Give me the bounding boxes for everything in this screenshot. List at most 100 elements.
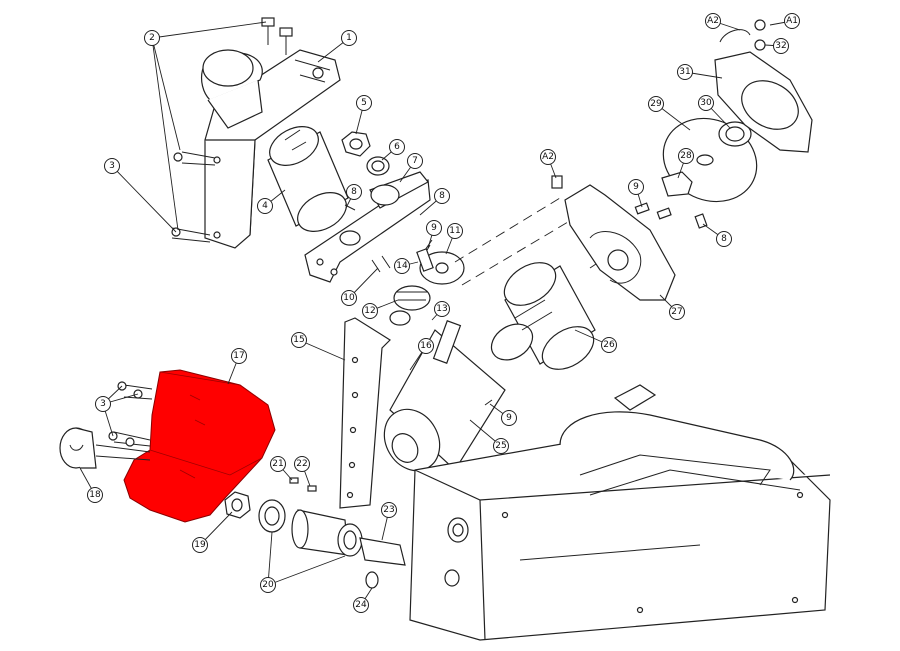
leader-line	[267, 555, 346, 586]
callout-23: 23	[381, 502, 397, 518]
svg-text:21: 21	[272, 459, 283, 469]
svg-text:A2: A2	[542, 152, 554, 162]
callout-13: 13	[434, 301, 450, 317]
leader-line	[111, 165, 177, 233]
callout-30: 30	[698, 95, 714, 111]
motor-4	[267, 126, 356, 232]
svg-text:30: 30	[700, 98, 712, 108]
washer-6	[366, 156, 390, 176]
callout-21: 21	[270, 456, 286, 472]
motor-25	[383, 320, 506, 472]
callout-18: 18	[87, 487, 103, 503]
svg-text:28: 28	[680, 151, 692, 161]
svg-text:22: 22	[296, 459, 307, 469]
svg-text:9: 9	[506, 413, 512, 423]
svg-text:8: 8	[439, 191, 445, 201]
callout-27: 27	[669, 304, 685, 320]
svg-text:6: 6	[394, 142, 400, 152]
svg-text:2: 2	[149, 33, 155, 43]
thumb-screw-18	[59, 427, 151, 469]
svg-text:17: 17	[233, 351, 244, 361]
highlighted-part-17[interactable]	[123, 369, 276, 523]
alignment-lines	[454, 197, 569, 286]
callout-A2-left: A2	[540, 149, 556, 165]
main-housing	[409, 384, 831, 641]
callout-10: 10	[341, 290, 357, 306]
svg-text:27: 27	[671, 307, 682, 317]
svg-text:1: 1	[346, 33, 352, 43]
svg-text:3: 3	[109, 161, 115, 171]
leader-line	[151, 21, 267, 39]
callout-6: 6	[389, 139, 405, 155]
svg-text:12: 12	[364, 306, 375, 316]
svg-text:24: 24	[355, 600, 367, 610]
callout-32: 32	[773, 38, 789, 54]
callout-26: 26	[601, 337, 617, 353]
callout-8-a: 8	[346, 184, 362, 200]
callout-9-b: 9	[628, 179, 644, 195]
callout-3-upper: 3	[104, 158, 120, 174]
svg-text:25: 25	[495, 441, 506, 451]
pins-21-22	[289, 477, 317, 492]
callout-A2-top: A2	[705, 13, 721, 29]
shaft-assembly	[258, 499, 406, 589]
svg-text:8: 8	[721, 234, 727, 244]
svg-text:15: 15	[293, 335, 304, 345]
callout-28: 28	[678, 148, 694, 164]
svg-text:20: 20	[262, 580, 274, 590]
callout-8-c: 8	[716, 231, 732, 247]
plate-31	[714, 19, 813, 153]
svg-text:4: 4	[262, 201, 268, 211]
svg-text:9: 9	[633, 182, 639, 192]
svg-text:29: 29	[650, 99, 662, 109]
svg-text:26: 26	[603, 340, 615, 350]
motor-26	[490, 257, 606, 370]
svg-text:32: 32	[775, 41, 786, 51]
svg-text:9: 9	[431, 223, 437, 233]
callout-1: 1	[341, 30, 357, 46]
gearbox-plate	[304, 171, 431, 283]
svg-text:5: 5	[361, 98, 367, 108]
svg-text:A2: A2	[707, 16, 719, 26]
callout-9-c: 9	[501, 410, 517, 426]
callout-4: 4	[257, 198, 273, 214]
svg-text:A1: A1	[786, 16, 798, 26]
callout-25: 25	[493, 438, 509, 454]
callout-20: 20	[260, 577, 276, 593]
leader-line	[151, 37, 181, 151]
leader-line	[267, 531, 273, 586]
knob-28	[661, 171, 693, 197]
pin-14	[416, 248, 434, 272]
svg-text:23: 23	[383, 505, 394, 515]
callout-15: 15	[291, 332, 307, 348]
callout-31: 31	[677, 64, 693, 80]
callout-16: 16	[418, 338, 434, 354]
leader-line	[298, 339, 346, 361]
gear-11	[419, 239, 465, 285]
callout-9-a: 9	[426, 220, 442, 236]
callout-2: 2	[144, 30, 160, 46]
callout-A1: A1	[784, 13, 800, 29]
callout-14: 14	[394, 258, 410, 274]
callout-24: 24	[353, 597, 369, 613]
callout-17: 17	[231, 348, 247, 364]
callout-3-lower: 3	[95, 396, 111, 412]
svg-text:10: 10	[343, 293, 355, 303]
callout-29: 29	[648, 96, 664, 112]
gear-12	[389, 285, 431, 326]
callout-11: 11	[447, 223, 463, 239]
svg-text:7: 7	[412, 156, 418, 166]
svg-text:19: 19	[194, 540, 206, 550]
svg-text:11: 11	[449, 226, 460, 236]
motor-bracket-assembly	[171, 17, 341, 249]
bearing-30	[718, 121, 752, 147]
nut-19	[224, 491, 251, 519]
svg-text:18: 18	[89, 490, 101, 500]
svg-text:3: 3	[100, 399, 106, 409]
leader-line	[151, 37, 179, 231]
callout-8-b: 8	[434, 188, 450, 204]
svg-text:8: 8	[351, 187, 357, 197]
small-screws	[634, 202, 708, 229]
svg-text:16: 16	[420, 341, 432, 351]
